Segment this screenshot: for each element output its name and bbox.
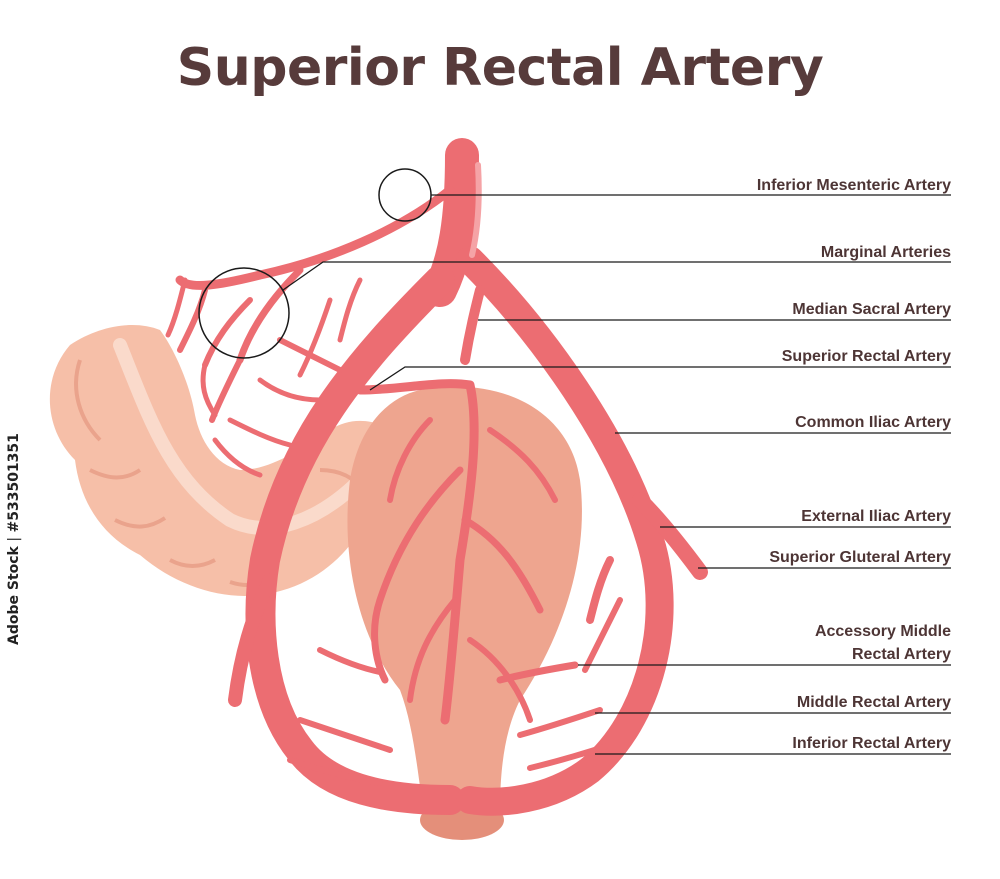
inferior-mesenteric	[175, 185, 455, 290]
left-common-iliac	[245, 265, 465, 815]
watermark-separator: |	[6, 532, 22, 547]
stock-watermark: Adobe Stock | #533501351	[6, 433, 22, 645]
label-common-iliac-artery: Common Iliac Artery	[795, 414, 951, 431]
label-marginal-arteries: Marginal Arteries	[820, 244, 951, 261]
rectum	[347, 386, 582, 840]
label-external-iliac-artery: External Iliac Artery	[801, 508, 951, 525]
label-inferior-mesenteric-artery: Inferior Mesenteric Artery	[756, 177, 951, 194]
callout-circle-marginal	[198, 267, 290, 359]
label-superior-rectal-artery: Superior Rectal Artery	[781, 348, 951, 365]
superior-rectal	[355, 379, 479, 725]
label-inferior-rectal-artery: Inferior Rectal Artery	[792, 735, 951, 752]
aorta-highlight	[469, 162, 482, 258]
page-title: Superior Rectal Artery	[176, 38, 824, 98]
watermark-id: #533501351	[6, 433, 22, 533]
label-middle-rectal-artery: Middle Rectal Artery	[796, 694, 951, 711]
callout-circle-mesenteric	[378, 168, 432, 222]
label-accessory-middle-rectal-artery-line2: Rectal Artery	[851, 646, 951, 663]
artery-network	[165, 138, 708, 816]
median-sacral	[460, 285, 485, 365]
label-median-sacral-artery: Median Sacral Artery	[792, 301, 951, 318]
watermark-brand: Adobe Stock	[6, 546, 22, 645]
right-common-iliac	[456, 246, 674, 816]
leader-lines	[282, 194, 951, 755]
label-accessory-middle-rectal-artery-line1: Accessory Middle	[814, 623, 951, 640]
label-superior-gluteral-artery: Superior Gluteral Artery	[769, 549, 951, 566]
